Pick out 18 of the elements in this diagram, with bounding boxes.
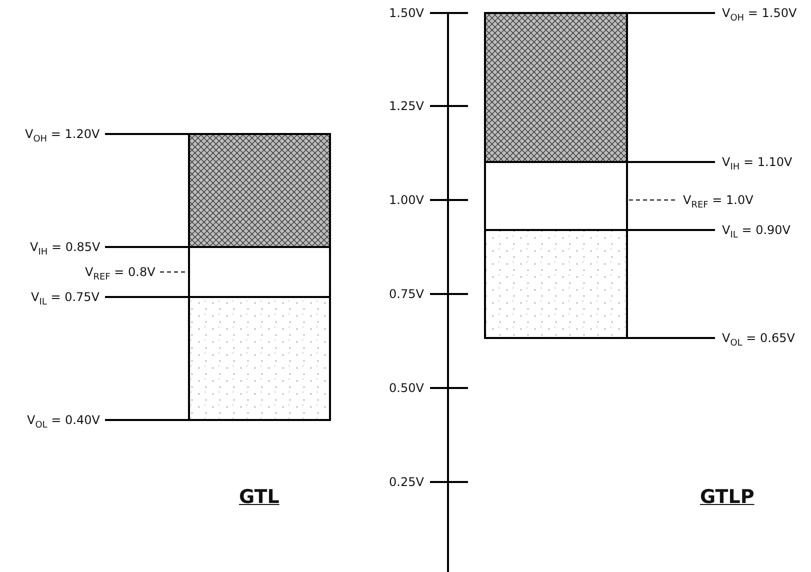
voltage-label: V$_{IH}$ = 0.85V bbox=[30, 238, 100, 259]
axis-tick-label: 0.75V bbox=[389, 286, 424, 302]
voltage-label: V$_{OH}$ = 1.50V bbox=[722, 4, 797, 25]
voltage-label: V$_{OL}$ = 0.40V bbox=[27, 412, 100, 432]
voltage-label: V$_{OH}$ = 1.20V bbox=[25, 126, 100, 146]
voltage-label: V$_{OL}$ = 0.65V bbox=[722, 330, 795, 350]
voltage-label: V$_{REF}$ = 1.0V bbox=[683, 192, 754, 212]
axis-tick-label: 1.00V bbox=[389, 192, 424, 208]
voltage-label: V$_{IL}$ = 0.90V bbox=[722, 222, 791, 242]
axis-tick-label: 0.25V bbox=[389, 474, 424, 490]
axis-tick-label: 1.50V bbox=[389, 5, 424, 21]
axis-tick-label: 1.25V bbox=[389, 98, 424, 114]
panel-label: GTLP bbox=[700, 489, 754, 505]
voltage-label: V$_{IL}$ = 0.75V bbox=[31, 288, 100, 309]
axis-tick-label: 0.50V bbox=[389, 380, 424, 396]
voltage-label: V$_{REF}$ = 0.8V bbox=[85, 264, 156, 284]
voltage-label: V$_{IH}$ = 1.10V bbox=[722, 154, 792, 174]
panel-label: GTL bbox=[239, 489, 280, 505]
